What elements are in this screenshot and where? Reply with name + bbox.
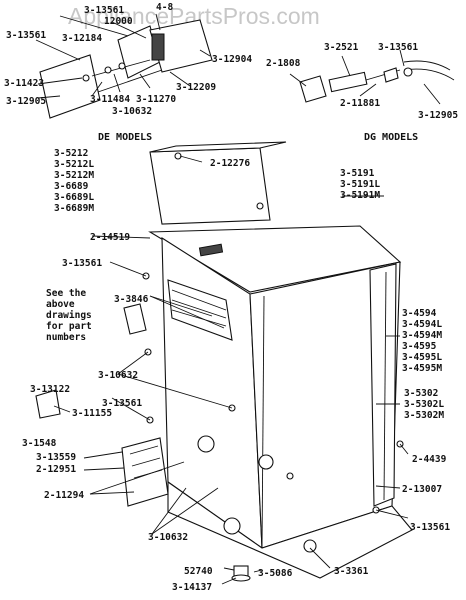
label-3-2521: 3-2521 [324, 42, 359, 53]
label-3-4594M: 3-4594M [402, 330, 442, 341]
label-3-14137: 3-14137 [172, 582, 212, 593]
dryer-cabinet [35, 141, 413, 582]
label-3-12184: 3-12184 [62, 33, 102, 44]
de-model: 3-5212 [54, 148, 88, 159]
bracket-clip [35, 389, 61, 419]
label-3-13561: 3-13561 [6, 30, 46, 41]
de-model: 3-6689M [54, 203, 94, 214]
exhaust-vent-box [121, 437, 169, 507]
label-3-12904: 3-12904 [212, 54, 252, 65]
label-3-12905: 3-12905 [6, 96, 46, 107]
label-3-11484: 3-11484 [90, 94, 130, 105]
de-models-header: DE MODELS [98, 132, 152, 143]
label-2-1808: 2-1808 [266, 58, 301, 69]
label-2-14519: 2-14519 [90, 232, 130, 243]
label-52740: 52740 [184, 566, 213, 577]
label-3-13561: 3-13561 [410, 522, 450, 533]
label-3-10632: 3-10632 [112, 106, 152, 117]
label-3-13561: 3-13561 [62, 258, 102, 269]
label-3-13122: 3-13122 [30, 384, 70, 395]
dg-model: 3-5191L [340, 179, 380, 190]
vent-hole [258, 454, 274, 470]
mounting-clip [123, 303, 147, 335]
label-3-11423: 3-11423 [4, 78, 44, 89]
de-model: 3-6689L [54, 192, 94, 203]
de-model: 3-5212L [54, 159, 94, 170]
label-3-3846: 3-3846 [114, 294, 149, 305]
base-opening [223, 517, 241, 535]
hose-clamp [383, 67, 399, 83]
label-3-11155: 3-11155 [72, 408, 112, 419]
terminal-block-contacts [151, 33, 165, 61]
screw [403, 67, 413, 77]
de-model: 3-6689 [54, 181, 89, 192]
screw [82, 74, 90, 82]
screw [104, 66, 112, 74]
note-line: numbers [46, 332, 86, 343]
label-2-4439: 2-4439 [412, 454, 447, 465]
label-3-10632: 3-10632 [98, 370, 138, 381]
label-3-4594: 3-4594 [402, 308, 437, 319]
screw [118, 62, 126, 70]
screw [286, 472, 294, 480]
label-3-13561: 3-13561 [102, 398, 142, 409]
de-model: 3-5212M [54, 170, 94, 181]
note-line: drawings [46, 310, 92, 321]
label-2-11881: 2-11881 [340, 98, 380, 109]
label-3-4594L: 3-4594L [402, 319, 442, 330]
valve-body [328, 71, 368, 93]
label-2-13007: 2-13007 [402, 484, 442, 495]
top-slot [198, 243, 224, 257]
label-3-5086: 3-5086 [258, 568, 293, 579]
note-line: See the [46, 288, 86, 299]
console-top [149, 141, 287, 153]
label-3-1548: 3-1548 [22, 438, 57, 449]
label-2-12276: 2-12276 [210, 158, 250, 169]
label-3-13559: 3-13559 [36, 452, 76, 463]
base-opening [303, 539, 317, 553]
leader-lines [53, 155, 409, 585]
pipe-fitting [299, 75, 327, 103]
label-3-3361: 3-3361 [334, 566, 369, 577]
label-3-5302M: 3-5302M [404, 410, 444, 421]
label-3-13561: 3-13561 [378, 42, 418, 53]
dg-model: 3-5191M [340, 190, 380, 201]
label-3-4595M: 3-4595M [402, 363, 442, 374]
terminal-cover-plate [39, 54, 101, 119]
dg-model: 3-5191 [340, 168, 375, 179]
label-2-11294: 2-11294 [44, 490, 84, 501]
note-line: for part [46, 321, 92, 332]
label-3-10632: 3-10632 [148, 532, 188, 543]
dg-models-header: DG MODELS [364, 132, 418, 143]
label-3-5302: 3-5302 [404, 388, 438, 399]
leveling-foot [231, 574, 251, 582]
label-12000: 12000 [104, 16, 133, 27]
label-3-13561: 3-13561 [84, 5, 124, 16]
label-3-4595: 3-4595 [402, 341, 437, 352]
label-3-11270: 3-11270 [136, 94, 176, 105]
exhaust-hole [197, 435, 215, 453]
label-3-12905: 3-12905 [418, 110, 458, 121]
note-line: above [46, 299, 75, 310]
label-3-4595L: 3-4595L [402, 352, 442, 363]
label-3-5302L: 3-5302L [404, 399, 444, 410]
part-number-labels: 4-8 3-13561 12000 3-13561 3-12184 3-1290… [4, 2, 458, 593]
side-trim-strip [369, 263, 397, 507]
label-4-8: 4-8 [156, 2, 173, 13]
gas-inlet-assembly [289, 49, 455, 105]
screw [256, 202, 264, 210]
terminal-block-assembly [35, 13, 213, 119]
label-2-12951: 2-12951 [36, 464, 76, 475]
label-3-12209: 3-12209 [176, 82, 216, 93]
